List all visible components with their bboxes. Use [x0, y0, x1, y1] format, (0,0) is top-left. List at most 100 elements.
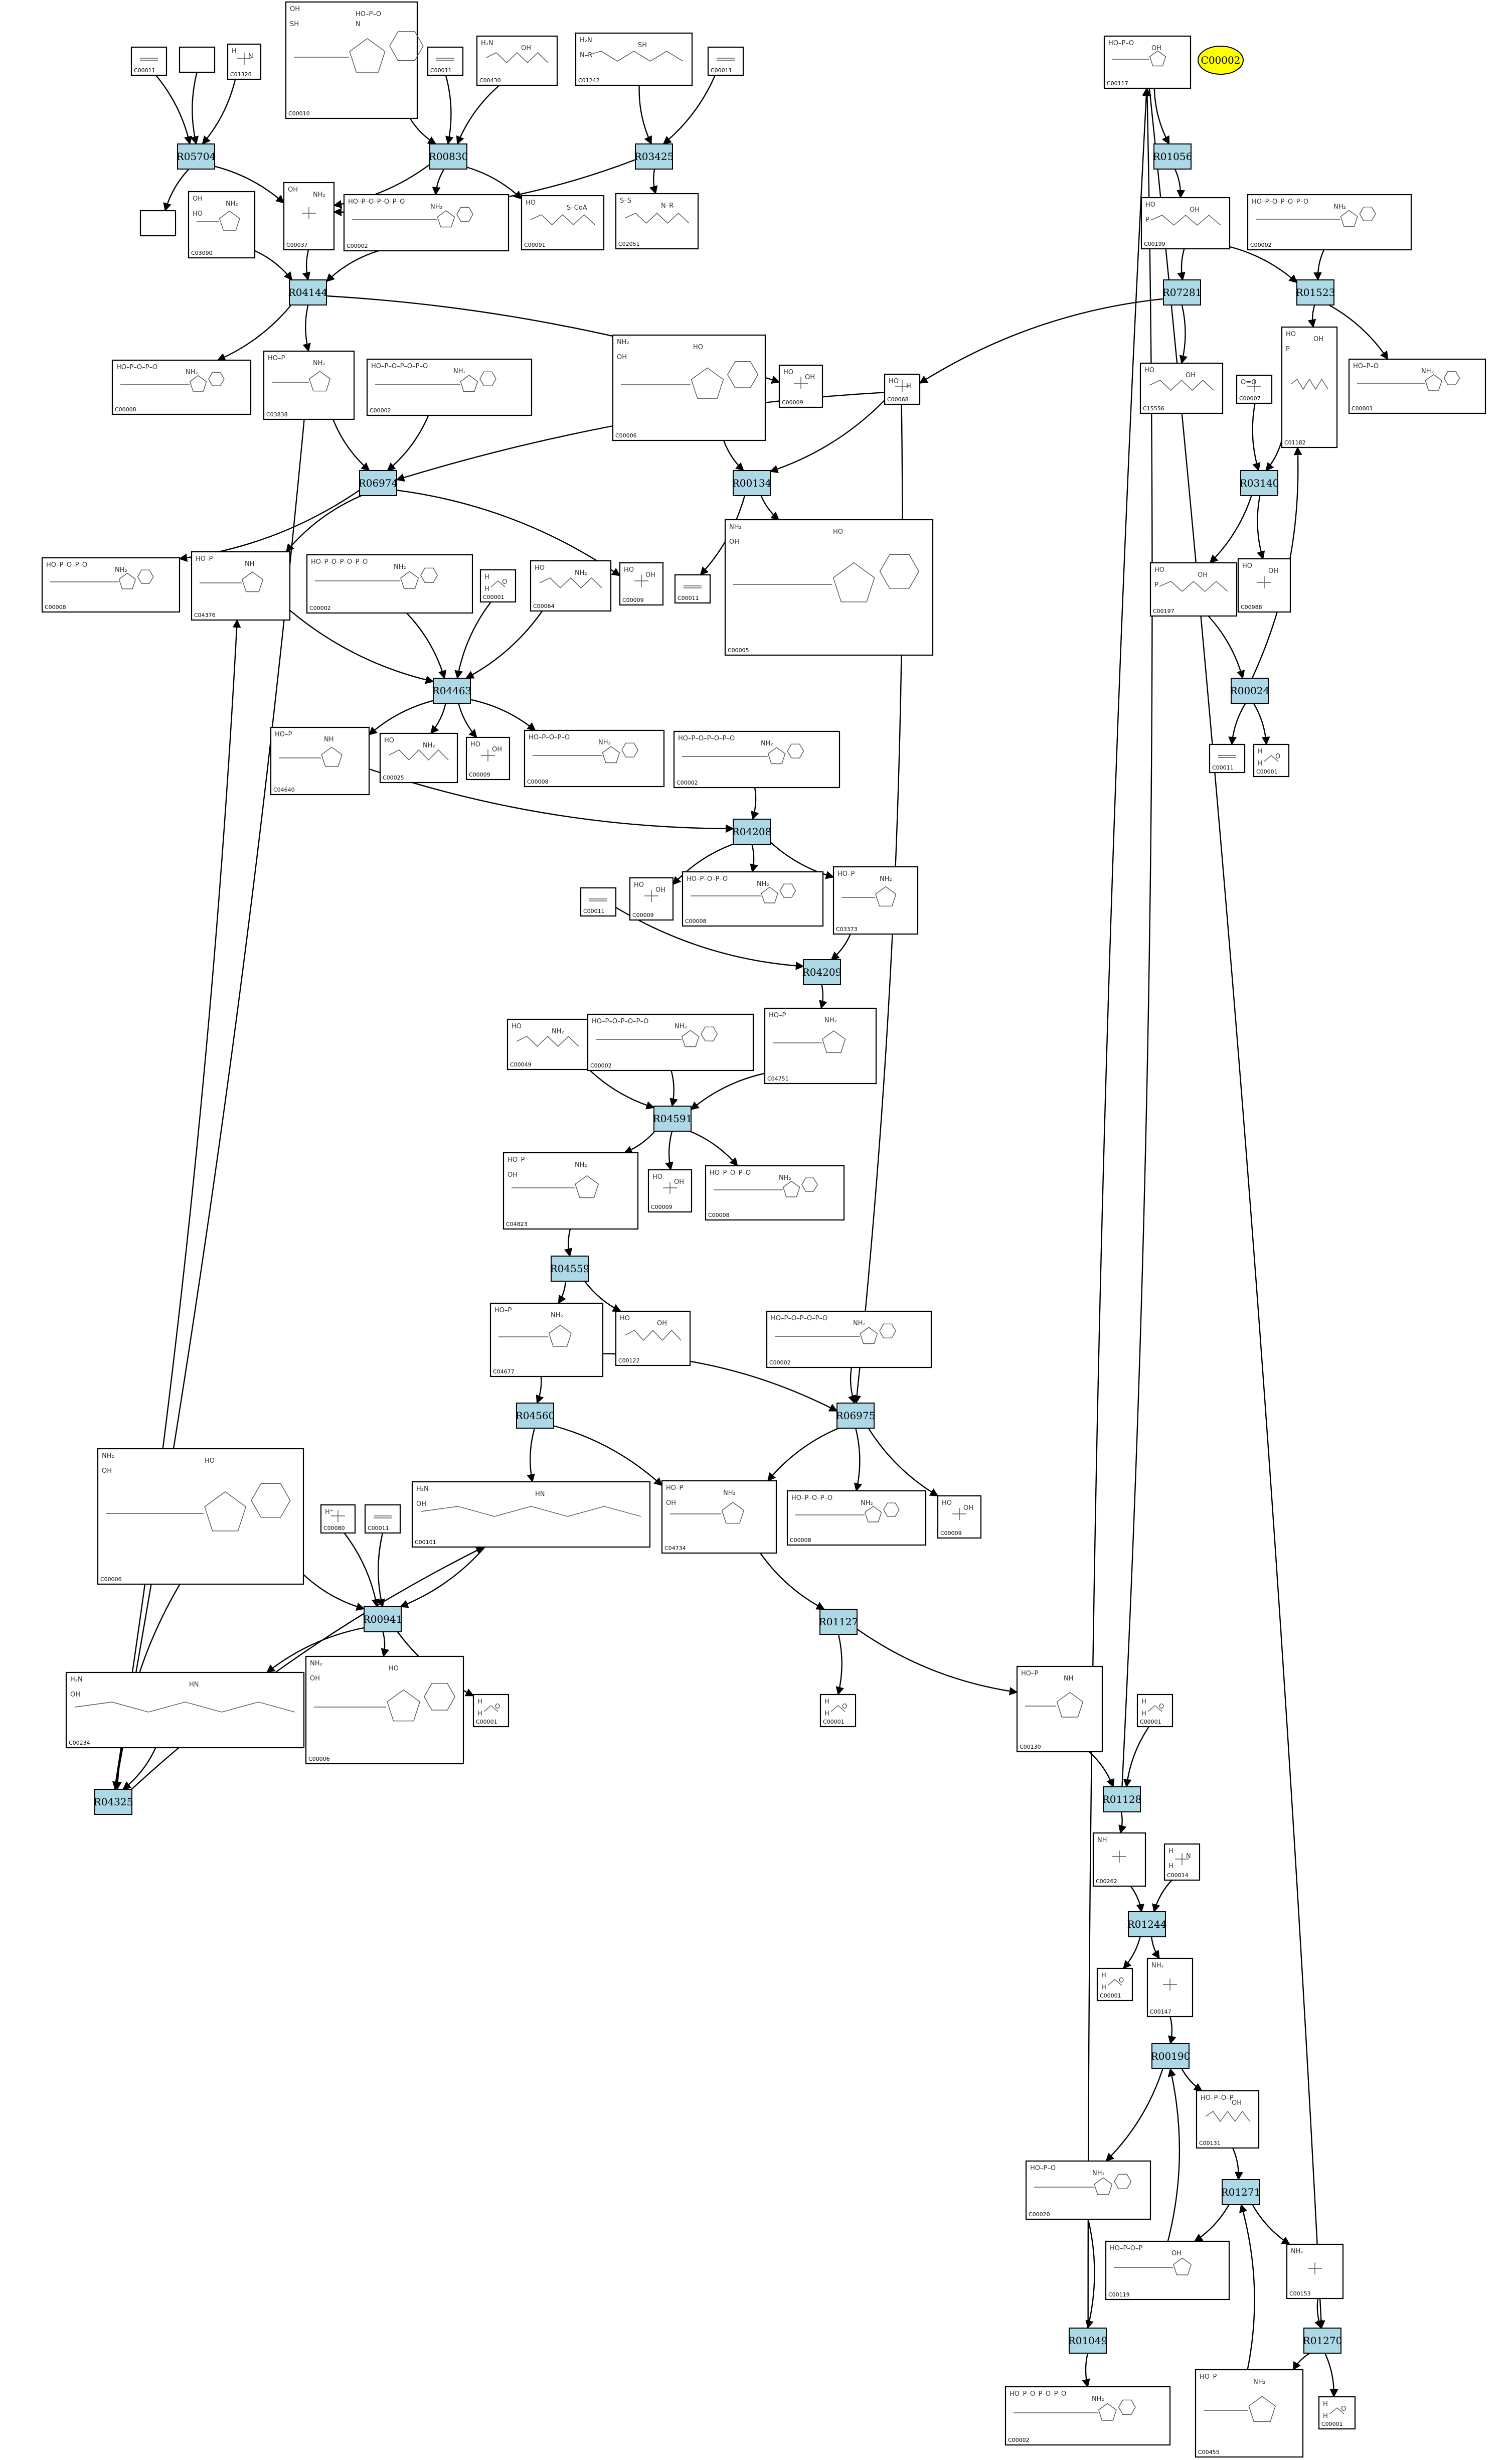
- reaction-node[interactable]: R00190: [1151, 2043, 1191, 2069]
- compound-node[interactable]: C00011: [1209, 743, 1246, 774]
- reaction-node[interactable]: R04208: [732, 819, 772, 845]
- reaction-node[interactable]: R04209: [802, 959, 842, 985]
- compound-node[interactable]: C00011: [427, 46, 464, 76]
- compound-node[interactable]: C00011: [707, 46, 744, 76]
- reaction-node[interactable]: R01523: [1296, 279, 1335, 305]
- compound-node[interactable]: C00011: [580, 887, 617, 917]
- reaction-node[interactable]: R04560: [516, 1403, 555, 1429]
- compound-node[interactable]: C00011: [674, 574, 711, 604]
- reaction-node[interactable]: R07281: [1162, 279, 1202, 305]
- compound-node[interactable]: H⁺C00080: [320, 1504, 356, 1534]
- reaction-node[interactable]: R00830: [429, 143, 468, 170]
- reaction-node[interactable]: R04591: [653, 1106, 693, 1132]
- reaction-node[interactable]: R04559: [550, 1256, 590, 1282]
- reaction-node[interactable]: R04144: [288, 279, 328, 305]
- compound-node[interactable]: [179, 46, 216, 73]
- highlight-compound[interactable]: C00002: [1198, 46, 1244, 75]
- compound-node[interactable]: C00011: [130, 46, 167, 76]
- reaction-node[interactable]: R01271: [1221, 2179, 1261, 2205]
- compound-node[interactable]: [139, 210, 177, 237]
- reaction-node[interactable]: R03140: [1240, 470, 1279, 496]
- reaction-node[interactable]: R00941: [363, 1606, 403, 1632]
- reaction-node[interactable]: R06975: [836, 1403, 876, 1429]
- reaction-node[interactable]: R01049: [1068, 2328, 1108, 2354]
- reaction-node[interactable]: R04463: [432, 678, 472, 704]
- reaction-node[interactable]: R01127: [819, 1609, 859, 1635]
- reaction-node[interactable]: R04325: [94, 1789, 133, 1815]
- reaction-node[interactable]: R00024: [1230, 678, 1270, 704]
- reaction-node[interactable]: R00134: [732, 470, 772, 496]
- reaction-node[interactable]: R01056: [1153, 143, 1193, 170]
- compound-node[interactable]: C00011: [364, 1504, 401, 1534]
- reaction-node[interactable]: R03425: [634, 143, 674, 170]
- reaction-node[interactable]: R05704: [177, 143, 216, 170]
